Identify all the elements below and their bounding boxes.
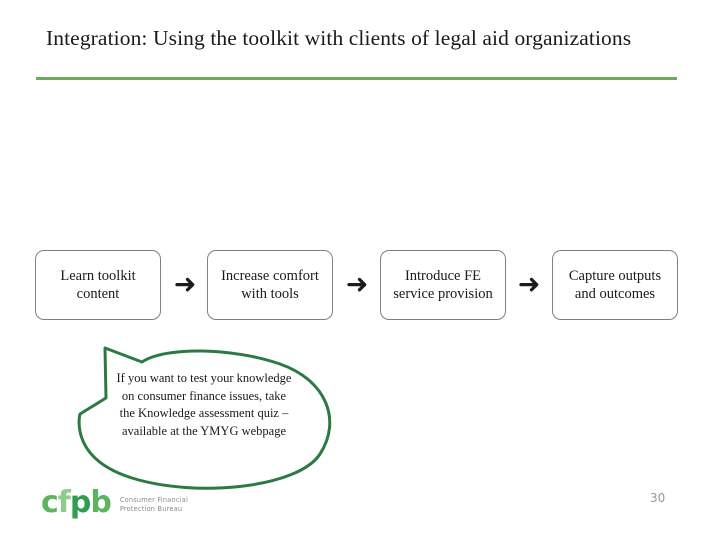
process-step-label-4: Capture outputs and outcomes bbox=[568, 268, 662, 302]
process-step-box-4: Capture outputs and outcomes bbox=[552, 250, 678, 320]
process-step-label-3: Introduce FE service provision bbox=[393, 268, 493, 302]
page-number: 30 bbox=[650, 491, 666, 505]
cfpb-letter-f: f bbox=[57, 485, 71, 520]
cfpb-tagline: Consumer Financial Protection Bureau bbox=[120, 493, 188, 514]
cfpb-logo: cfpb Consumer Financial Protection Burea… bbox=[41, 486, 188, 520]
process-step-box-1: Learn toolkit content bbox=[35, 250, 161, 320]
arrow-right-icon-3: ➜ bbox=[517, 269, 541, 300]
process-flow-diagram: Learn toolkit content ➜ Increase comfort… bbox=[0, 250, 720, 322]
cfpb-tagline-line-1: Consumer Financial bbox=[119, 495, 189, 504]
arrow-right-icon-1: ➜ bbox=[173, 269, 197, 300]
cfpb-tagline-line-2: Protection Bureau bbox=[119, 504, 183, 513]
arrow-right-icon-2: ➜ bbox=[345, 269, 369, 300]
cfpb-letter-p: p bbox=[69, 485, 92, 520]
process-step-box-2: Increase comfort with tools bbox=[207, 250, 333, 320]
page-title: Integration: Using the toolkit with clie… bbox=[46, 26, 632, 50]
cfpb-letter-b: b bbox=[90, 485, 112, 520]
speech-bubble-shape bbox=[77, 346, 332, 490]
process-step-box-3: Introduce FE service provision bbox=[380, 250, 506, 320]
cfpb-wordmark: cfpb bbox=[41, 485, 112, 520]
callout-text: If you want to test your knowledge on co… bbox=[116, 371, 292, 438]
callout-speech-bubble: If you want to test your knowledge on co… bbox=[62, 336, 342, 492]
cfpb-letter-c: c bbox=[41, 485, 59, 520]
process-step-label-1: Learn toolkit content bbox=[60, 268, 136, 302]
process-step-label-2: Increase comfort with tools bbox=[221, 268, 319, 302]
title-underline-rule bbox=[36, 77, 677, 80]
